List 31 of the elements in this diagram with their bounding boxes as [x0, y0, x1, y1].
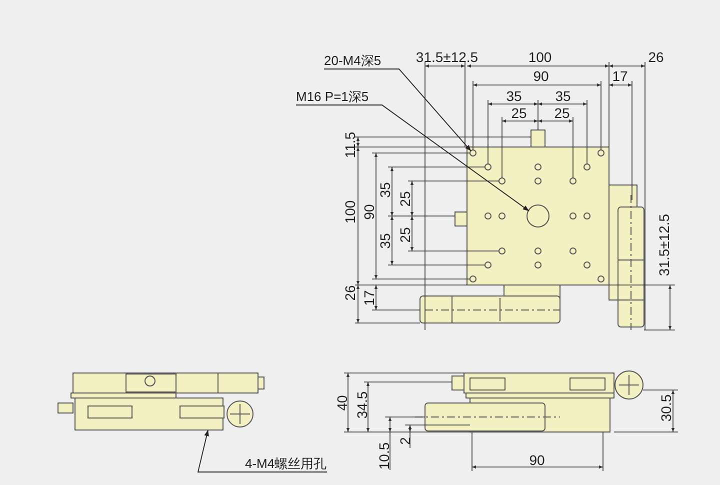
- dimension-label: 17: [362, 290, 376, 306]
- dimension-label: 35: [555, 89, 571, 103]
- dimension-label: 26: [343, 285, 357, 301]
- leader-line: [324, 68, 472, 152]
- dimension-label: 25: [398, 191, 412, 207]
- dimension-label: 90: [529, 453, 545, 467]
- dimension-label: 35: [506, 89, 522, 103]
- leader-line: [197, 430, 328, 472]
- dimension-label: 31.5±12.5: [657, 214, 671, 276]
- dimension-label: 25: [511, 106, 527, 120]
- dimension-label: 30.5: [659, 394, 673, 422]
- dimension-label: 25: [554, 106, 570, 120]
- leader-line: [296, 104, 530, 212]
- dimension-label: 11.5: [343, 132, 357, 158]
- dimension-label: 90: [533, 69, 549, 83]
- dimension-label: 17: [612, 69, 628, 83]
- dimension-label: 10.5: [377, 442, 391, 470]
- callout-text: M16 P=1深5: [296, 90, 369, 105]
- dimension-label: 25: [398, 227, 412, 243]
- dimension-label: 40: [335, 395, 349, 411]
- dimension-label: 26: [648, 50, 664, 64]
- callout-text: 4-M4螺丝用孔: [245, 457, 327, 472]
- dimension-label: 35: [378, 233, 392, 249]
- dimension-label: 90: [362, 204, 376, 220]
- dimension-label: 31.5±12.5: [416, 50, 478, 64]
- dimension-label: 35: [378, 182, 392, 198]
- dimension-label: 100: [528, 50, 552, 64]
- callout-text: 20-M4深5: [324, 54, 382, 69]
- dimension-label: 100: [343, 200, 357, 224]
- dimension-label: 2: [398, 437, 412, 445]
- dimension-label: 34.5: [355, 391, 369, 419]
